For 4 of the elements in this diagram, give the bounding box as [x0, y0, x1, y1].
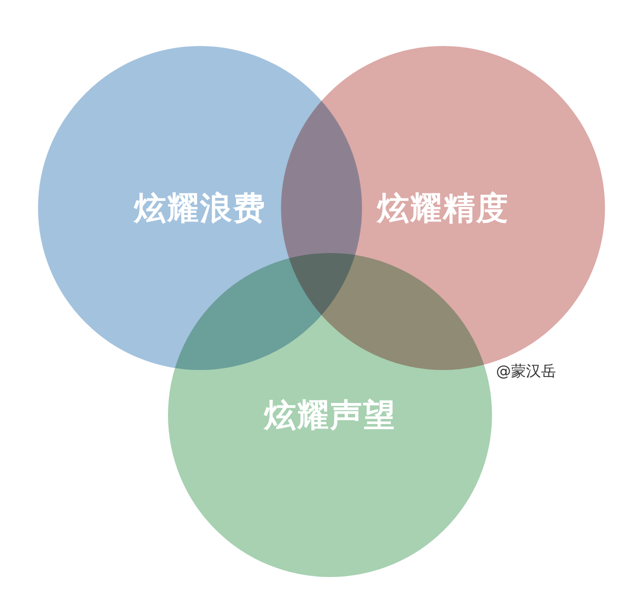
circle-label: 炫耀精度 [377, 188, 509, 228]
circle-label: 炫耀浪费 [134, 188, 266, 228]
author-signature: @蒙汉岳 [496, 362, 556, 380]
circle-label: 炫耀声望 [264, 396, 396, 434]
